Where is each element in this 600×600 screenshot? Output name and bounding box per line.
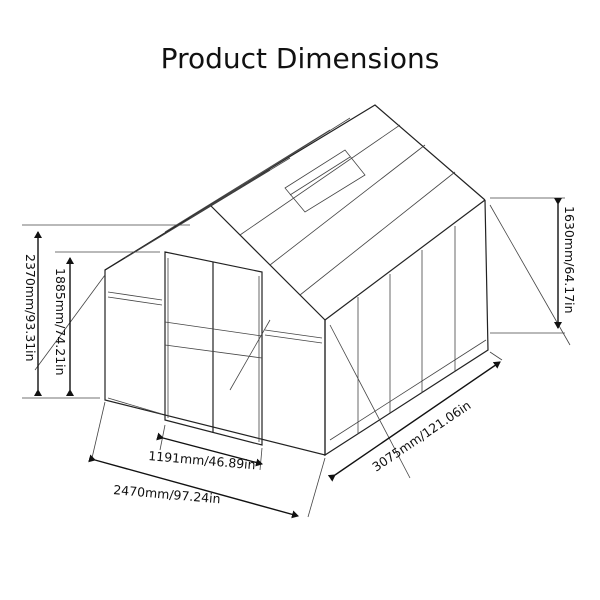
eave-height-label: 1885mm/74.21in [53,268,68,376]
door-width-label: 1191mm/46.89in [148,448,256,472]
total-height-label: 2370mm/93.31in [23,254,38,362]
side-length-line [327,361,501,482]
wall-height-label: 1630mm/64.17in [562,206,577,314]
page-title: Product Dimensions [160,42,440,75]
greenhouse-outline [34,104,571,479]
side-length-label: 3075mm/121.06in [369,397,473,474]
front-width-label: 2470mm/97.24in [113,482,221,506]
dimension-lines [34,198,562,519]
extension-lines [22,197,565,518]
front-width-line [88,454,299,519]
